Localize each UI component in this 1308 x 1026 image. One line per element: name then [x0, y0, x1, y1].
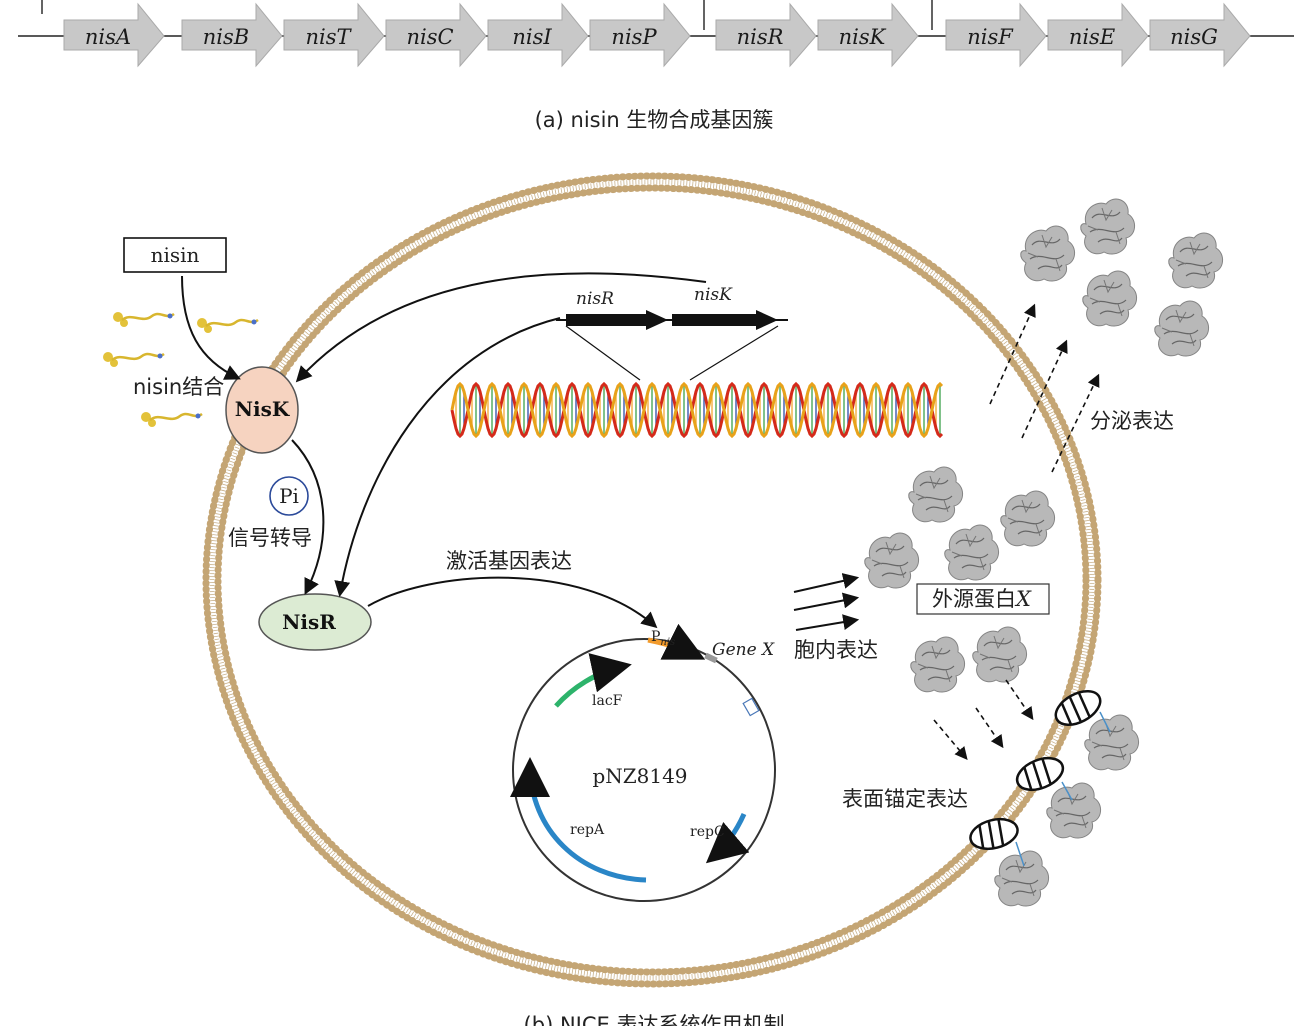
- repc-label: repC: [690, 824, 725, 840]
- surface-arrows: [933, 679, 1034, 760]
- repa-label: repA: [570, 822, 605, 838]
- cell-membrane: [202, 172, 1102, 988]
- gene-arrow-nisC: [385, 2, 487, 68]
- gene-arrow-nisK: [817, 2, 919, 68]
- gene-label-nisG: nisG: [1170, 25, 1218, 49]
- secretion-label: 分泌表达: [1090, 409, 1174, 433]
- gene-x-label: Gene X: [712, 640, 775, 660]
- arrow-gene-to-nisr: [334, 317, 561, 598]
- gene-label-nisF: nisF: [967, 25, 1014, 49]
- gene-x-block: [704, 652, 718, 664]
- gene-label-nisC: nisC: [406, 25, 453, 49]
- gene-label-nisE: nisE: [1069, 25, 1115, 49]
- arrow-nisin-to-nisk: [181, 275, 241, 380]
- exogenous-protein-box: [916, 583, 1050, 615]
- gene-label-nisR: nisR: [737, 25, 784, 49]
- gene-label-nisT: nisT: [305, 25, 352, 49]
- gene-label-nisI: nisI: [512, 25, 552, 49]
- lacf-arrow: [554, 653, 632, 708]
- gene-arrow-nisR: [715, 2, 817, 68]
- gene-cluster: nisA nisB nisT nisC nisI nisP nisR nisK nisF nisE…: [18, 0, 1294, 68]
- promoter-arrow: [647, 623, 706, 660]
- gene-arrow-nisF: [945, 2, 1047, 68]
- nisk-receptor: [225, 366, 299, 454]
- gene-arrow-nisA: [63, 2, 165, 68]
- gene-label-nisA: nisA: [85, 25, 131, 49]
- activate-expression-label: 激活基因表达: [446, 549, 572, 573]
- repc-arrow: [705, 812, 750, 864]
- repa-arrow: [510, 757, 647, 883]
- surface-anchor-label: 表面锚定表达: [842, 787, 968, 811]
- gene-label-nisK: nisK: [839, 25, 887, 49]
- nisk-label: NisK: [235, 397, 290, 421]
- gene-label-nisP: nisP: [611, 25, 657, 49]
- plasmid: [510, 623, 776, 902]
- signal-transduction-label: 信号转导: [228, 526, 312, 550]
- gene-arrow-nisP: [589, 2, 691, 68]
- gene-label-nisB: nisB: [203, 25, 249, 49]
- nisr-label: NisR: [282, 610, 336, 634]
- lacf-label: lacF: [592, 693, 623, 709]
- anchor-proteins: [969, 690, 1111, 867]
- pi-label: Pi: [279, 484, 299, 508]
- arrow-nisr-to-promoter: [367, 576, 658, 629]
- nisin-binding-label: nisin结合: [133, 375, 224, 399]
- gene-nisk-label: nisK: [694, 285, 733, 305]
- gene-arrow-nisE: [1047, 2, 1149, 68]
- caption-b: (b) NICE 表达系统作用机制: [524, 1013, 785, 1026]
- dna-helix: [450, 381, 944, 439]
- gene-nisr-label: nisR: [576, 289, 614, 309]
- gene-arrow-nisG: [1149, 2, 1251, 68]
- pi-circle: [269, 476, 309, 516]
- plasmid-name: pNZ8149: [592, 764, 687, 788]
- caption-a: (a) nisin 生物合成基因簇: [535, 108, 774, 132]
- pathway-arrows: [181, 272, 707, 629]
- exogenous-protein-label: 外源蛋白X: [932, 587, 1032, 611]
- nisin-box-label: nisin: [151, 243, 200, 267]
- gene-arrow-nisT: [283, 2, 385, 68]
- dna-strand-1: [450, 381, 944, 439]
- dna-strand-2: [450, 381, 944, 439]
- nisrk-operon: [556, 310, 788, 381]
- promoter-subscript: nis: [660, 637, 675, 648]
- gene-arrow-nisI: [487, 2, 589, 68]
- promoter-label: Pnis: [651, 629, 675, 648]
- exogenous-protein-x: X: [1014, 587, 1032, 611]
- intracellular-label: 胞内表达: [794, 638, 878, 662]
- arrow-gene-to-nisk: [295, 272, 707, 383]
- intracellular-arrows: [793, 573, 860, 631]
- plasmid-site: [742, 697, 760, 717]
- gene-arrow-nisB: [181, 2, 283, 68]
- nisin-box: [123, 237, 227, 273]
- arrow-nisk-to-nisr: [291, 439, 325, 595]
